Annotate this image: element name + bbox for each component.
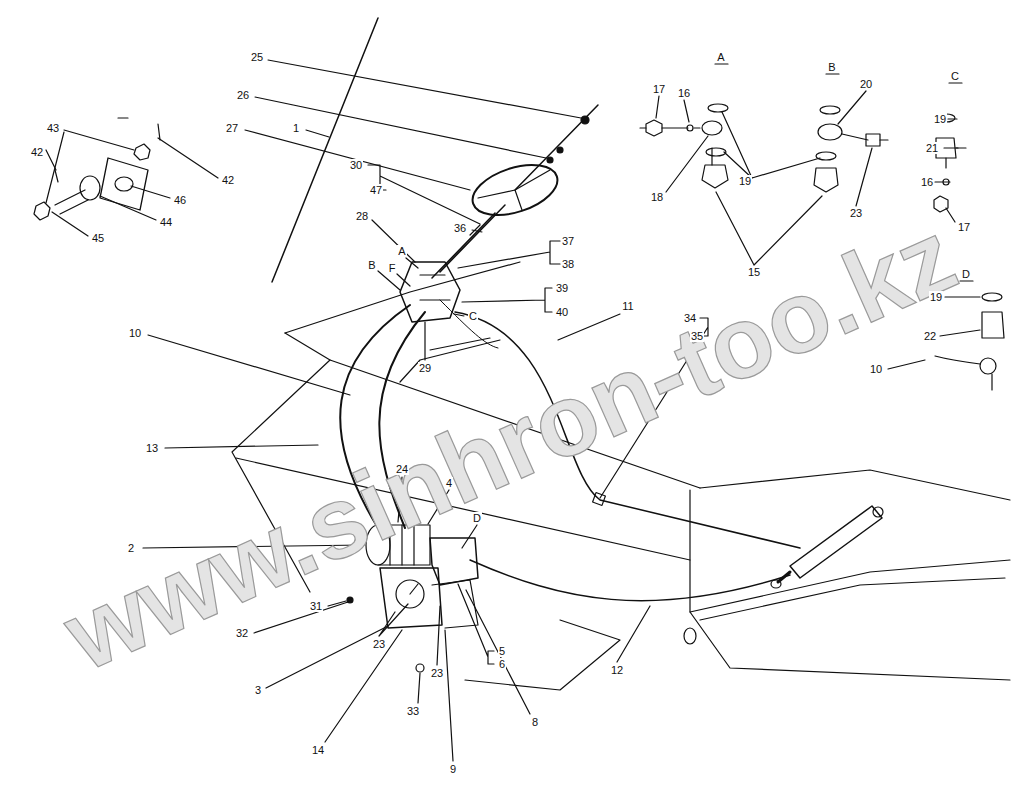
callout-number: 25 — [250, 51, 264, 63]
callout-number: 23 — [849, 207, 863, 219]
view-letter: B — [827, 61, 836, 73]
callout-number: 10 — [869, 363, 883, 375]
view-letter: F — [388, 262, 397, 274]
callout-number: 8 — [531, 716, 539, 728]
callout-number: 31 — [309, 600, 323, 612]
callout-number: 38 — [561, 258, 575, 270]
callout-number: 39 — [555, 282, 569, 294]
callout-number: 19 — [933, 113, 947, 125]
callout-number: 1 — [292, 122, 300, 134]
callout-number: 26 — [236, 89, 250, 101]
view-letter: D — [961, 268, 971, 280]
callout-number: 44 — [159, 216, 173, 228]
callout-number: 12 — [610, 664, 624, 676]
callout-number: 42 — [30, 146, 44, 158]
callout-number: 27 — [225, 122, 239, 134]
callout-number: 35 — [690, 330, 704, 342]
callout-number: 19 — [738, 175, 752, 187]
callout-number: 28 — [355, 210, 369, 222]
callout-number: 46 — [173, 194, 187, 206]
callout-number: 10 — [128, 327, 142, 339]
callout-number: 16 — [920, 176, 934, 188]
callout-number: 6 — [498, 658, 506, 670]
callout-number: 23 — [430, 667, 444, 679]
callout-number: 13 — [145, 442, 159, 454]
callout-number: 17 — [652, 83, 666, 95]
callout-number: 17 — [957, 221, 971, 233]
callout-number: 11 — [621, 300, 634, 312]
callout-number: 45 — [91, 232, 105, 244]
view-letter: D — [472, 512, 482, 524]
callout-number: 19 — [929, 291, 943, 303]
callout-number: 5 — [498, 645, 506, 657]
callout-number: 21 — [925, 142, 939, 154]
callout-number: 40 — [555, 306, 569, 318]
callout-number: 4 — [445, 477, 453, 489]
callout-number: 22 — [923, 330, 937, 342]
callout-number: 36 — [453, 222, 467, 234]
callout-number: 30 — [349, 159, 363, 171]
callout-number: 15 — [747, 266, 761, 278]
view-letter: A — [716, 51, 725, 63]
watermark: www.sinhron-too.kz — [51, 203, 969, 686]
callout-number: 9 — [449, 763, 457, 775]
callout-number: 37 — [561, 235, 575, 247]
callout-number: 32 — [235, 627, 249, 639]
view-letter: C — [950, 70, 960, 82]
view-letter: C — [468, 310, 478, 322]
callout-number: 34 — [683, 312, 697, 324]
callout-number: 29 — [418, 362, 432, 374]
callout-number: 3 — [254, 684, 262, 696]
callout-number: 16 — [677, 87, 691, 99]
callout-number: 42 — [221, 174, 235, 186]
callout-number: 43 — [46, 122, 60, 134]
callout-number: 20 — [859, 78, 873, 90]
callout-number: 18 — [650, 191, 664, 203]
callout-number: 2 — [127, 542, 135, 554]
callout-number: 24 — [395, 463, 409, 475]
callout-number: 47 — [369, 184, 383, 196]
callout-number: 23 — [372, 638, 386, 650]
callout-number: 33 — [406, 705, 420, 717]
callout-number: 14 — [311, 744, 325, 756]
view-letter: B — [367, 259, 376, 271]
view-letter: A — [397, 245, 406, 257]
